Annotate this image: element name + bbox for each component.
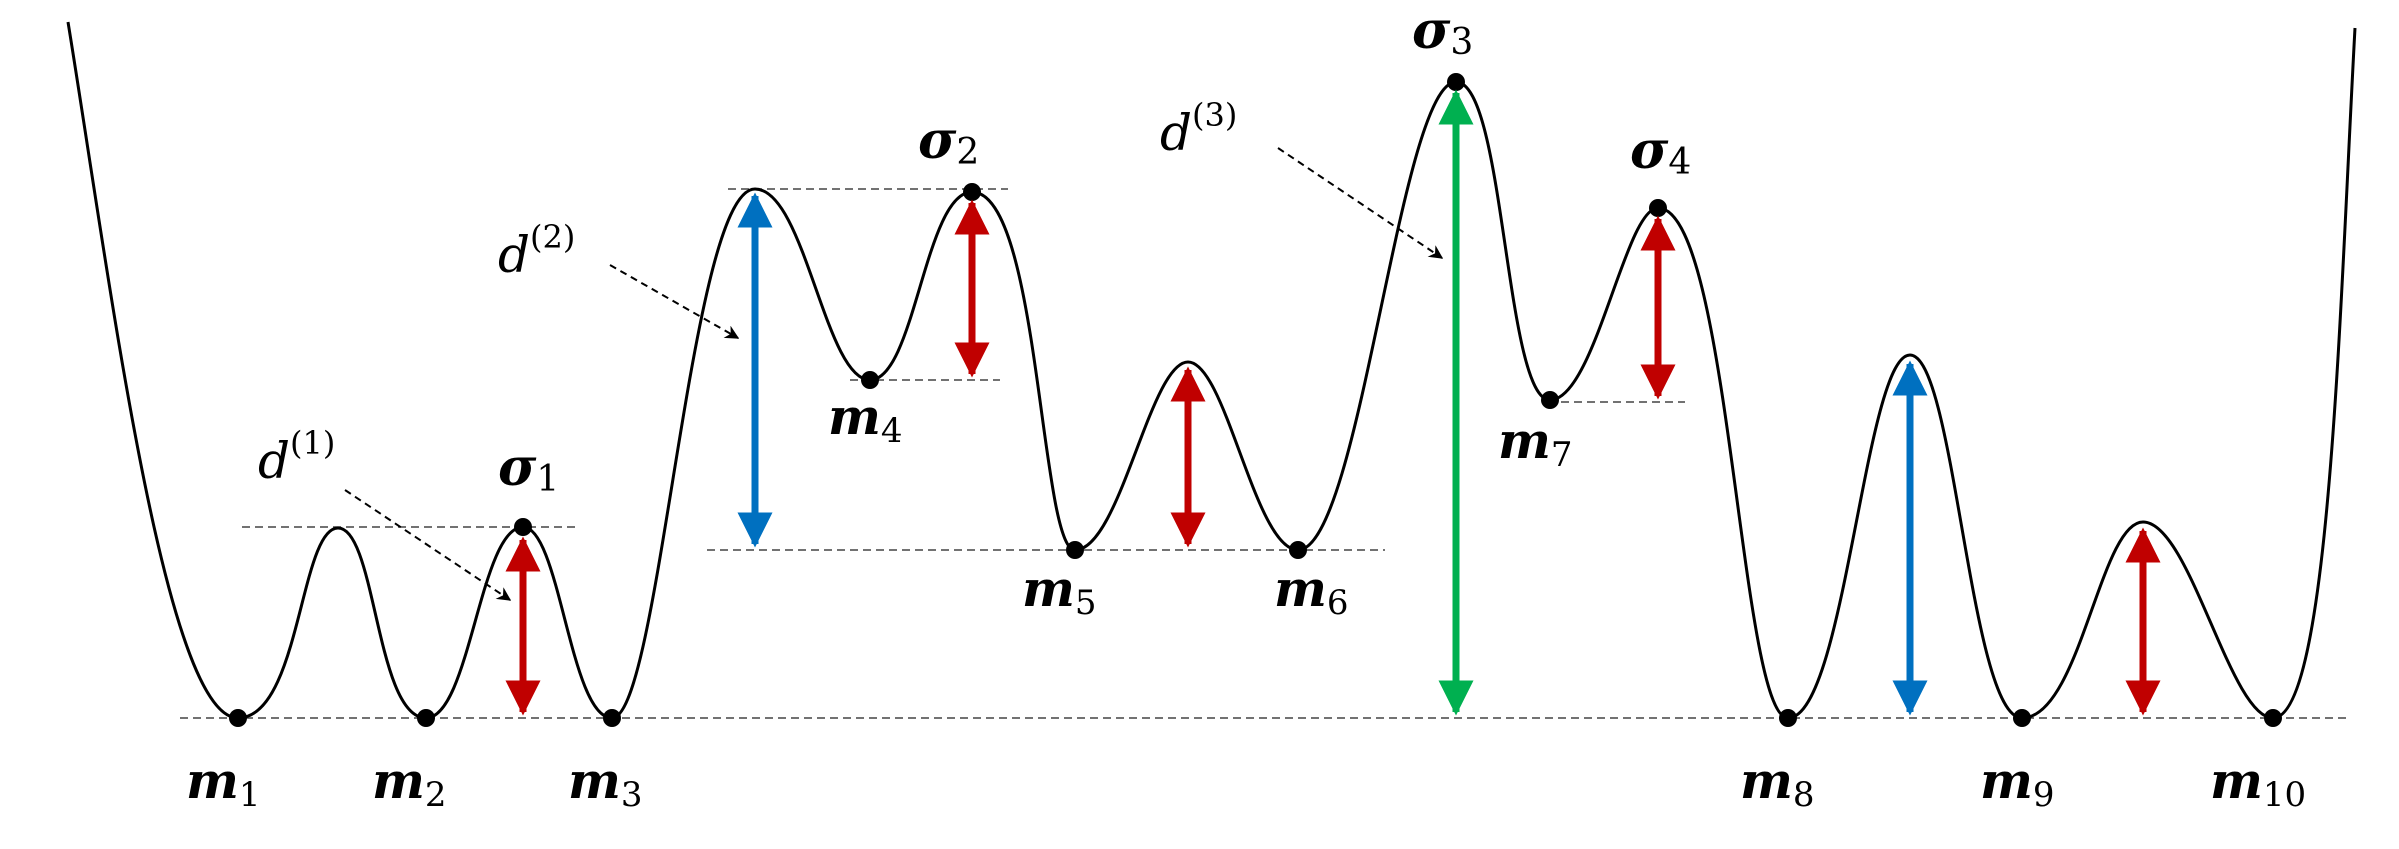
label-d1: d(1) [258,424,335,490]
label-m10: m10 [2210,751,2306,815]
label-m6: m6 [1274,559,1349,623]
label-m4: m4 [828,387,903,451]
minimum-point-m6 [1289,541,1307,559]
label-m3: m3 [568,751,643,815]
pointer-d3 [1277,147,1444,259]
label-m7: m7 [1498,411,1573,475]
minimum-point-m7 [1541,391,1559,409]
label-sigma3: σ3 [1412,0,1473,63]
label-d2: d(2) [498,218,575,284]
label-sigma4: σ4 [1630,120,1691,183]
depth-labels: d(1) d(2) d(3) [258,96,1237,490]
label-m2: m2 [372,751,447,815]
minimum-point-m8 [1779,709,1797,727]
label-m9: m9 [1980,751,2055,815]
saddle-labels: σ1 σ2 σ3 σ4 [498,0,1691,500]
label-m5: m5 [1022,559,1097,623]
minima-labels: m1 m2 m3 m4 m5 m6 m7 m8 m9 m10 [186,387,2306,815]
saddle-point-sigma2 [963,183,981,201]
pointer-d2 [609,264,740,339]
saddle-point-sigma3 [1447,73,1465,91]
minima-points [229,371,2282,727]
pointer-d1 [344,489,512,601]
label-m1: m1 [186,751,261,815]
energy-curve [66,21,2357,720]
minimum-point-m5 [1066,541,1084,559]
label-sigma1: σ1 [498,437,559,500]
label-d3: d(3) [1160,96,1237,162]
minimum-point-m1 [229,709,247,727]
minimum-point-m2 [417,709,435,727]
saddle-point-sigma4 [1649,199,1667,217]
minimum-point-m9 [2013,709,2031,727]
saddle-point-sigma1 [514,518,532,536]
minimum-point-m3 [603,709,621,727]
label-sigma2: σ2 [918,110,979,173]
label-m8: m8 [1740,751,1815,815]
saddle-points [514,73,1667,536]
minimum-point-m10 [2264,709,2282,727]
minimum-point-m4 [861,371,879,389]
